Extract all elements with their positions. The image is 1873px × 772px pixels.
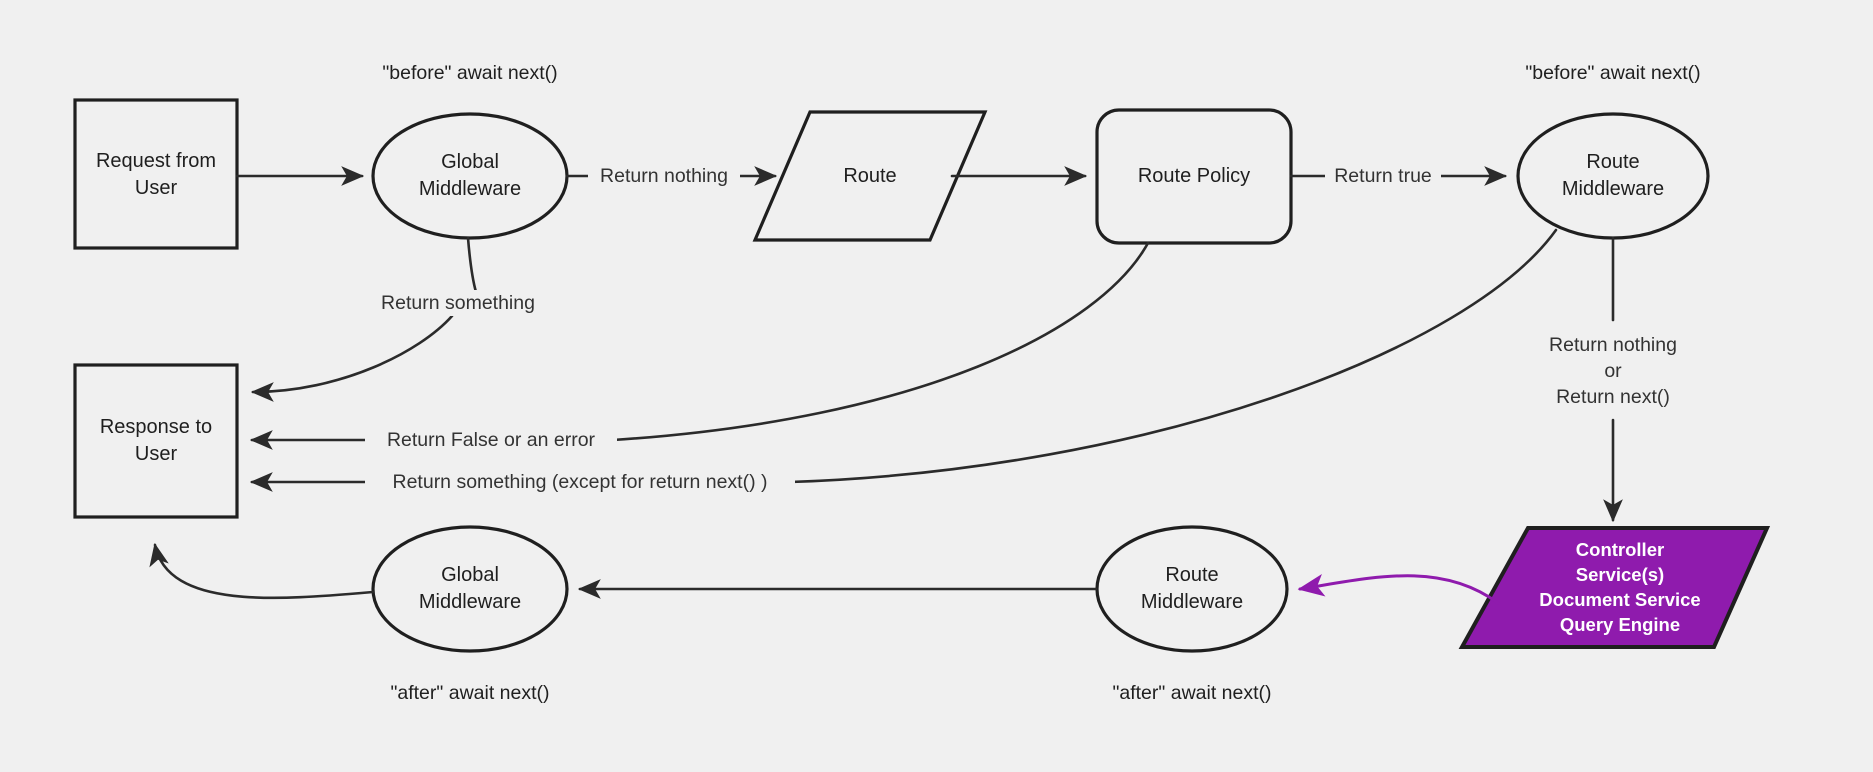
node-shape-response-to-user[interactable] — [73, 363, 239, 519]
edge-controller-to-route-middleware-purple — [1297, 574, 1500, 605]
annotation-after-await-next-global: "after" await next() — [390, 682, 550, 704]
annotation-after-await-next-route: "after" await next() — [1112, 682, 1272, 704]
edge-global-middleware-to-response-lower — [250, 314, 454, 402]
node-shape-route-middleware-bottom[interactable] — [1095, 525, 1289, 653]
annotation-before-await-next-global: "before" await next() — [382, 62, 558, 84]
node-shape-route-middleware-top[interactable] — [1516, 112, 1710, 240]
node-shape-controller-services[interactable] — [1458, 526, 1771, 649]
edge-global-middleware-to-response-upper — [466, 236, 478, 294]
node-shape-route[interactable] — [752, 110, 988, 242]
edge-route-middleware-to-response-curve — [788, 228, 1558, 484]
node-shape-global-middleware-top[interactable] — [371, 112, 569, 240]
annotation-before-await-next-route: "before" await next() — [1525, 62, 1701, 84]
edge-route-policy-to-response-curve — [611, 241, 1150, 442]
node-shape-route-policy[interactable] — [1095, 108, 1293, 245]
node-shape-request-from-user[interactable] — [73, 98, 239, 250]
node-shape-global-middleware-bottom[interactable] — [371, 525, 569, 653]
edge-global-middleware-bottom-to-response — [149, 542, 375, 600]
